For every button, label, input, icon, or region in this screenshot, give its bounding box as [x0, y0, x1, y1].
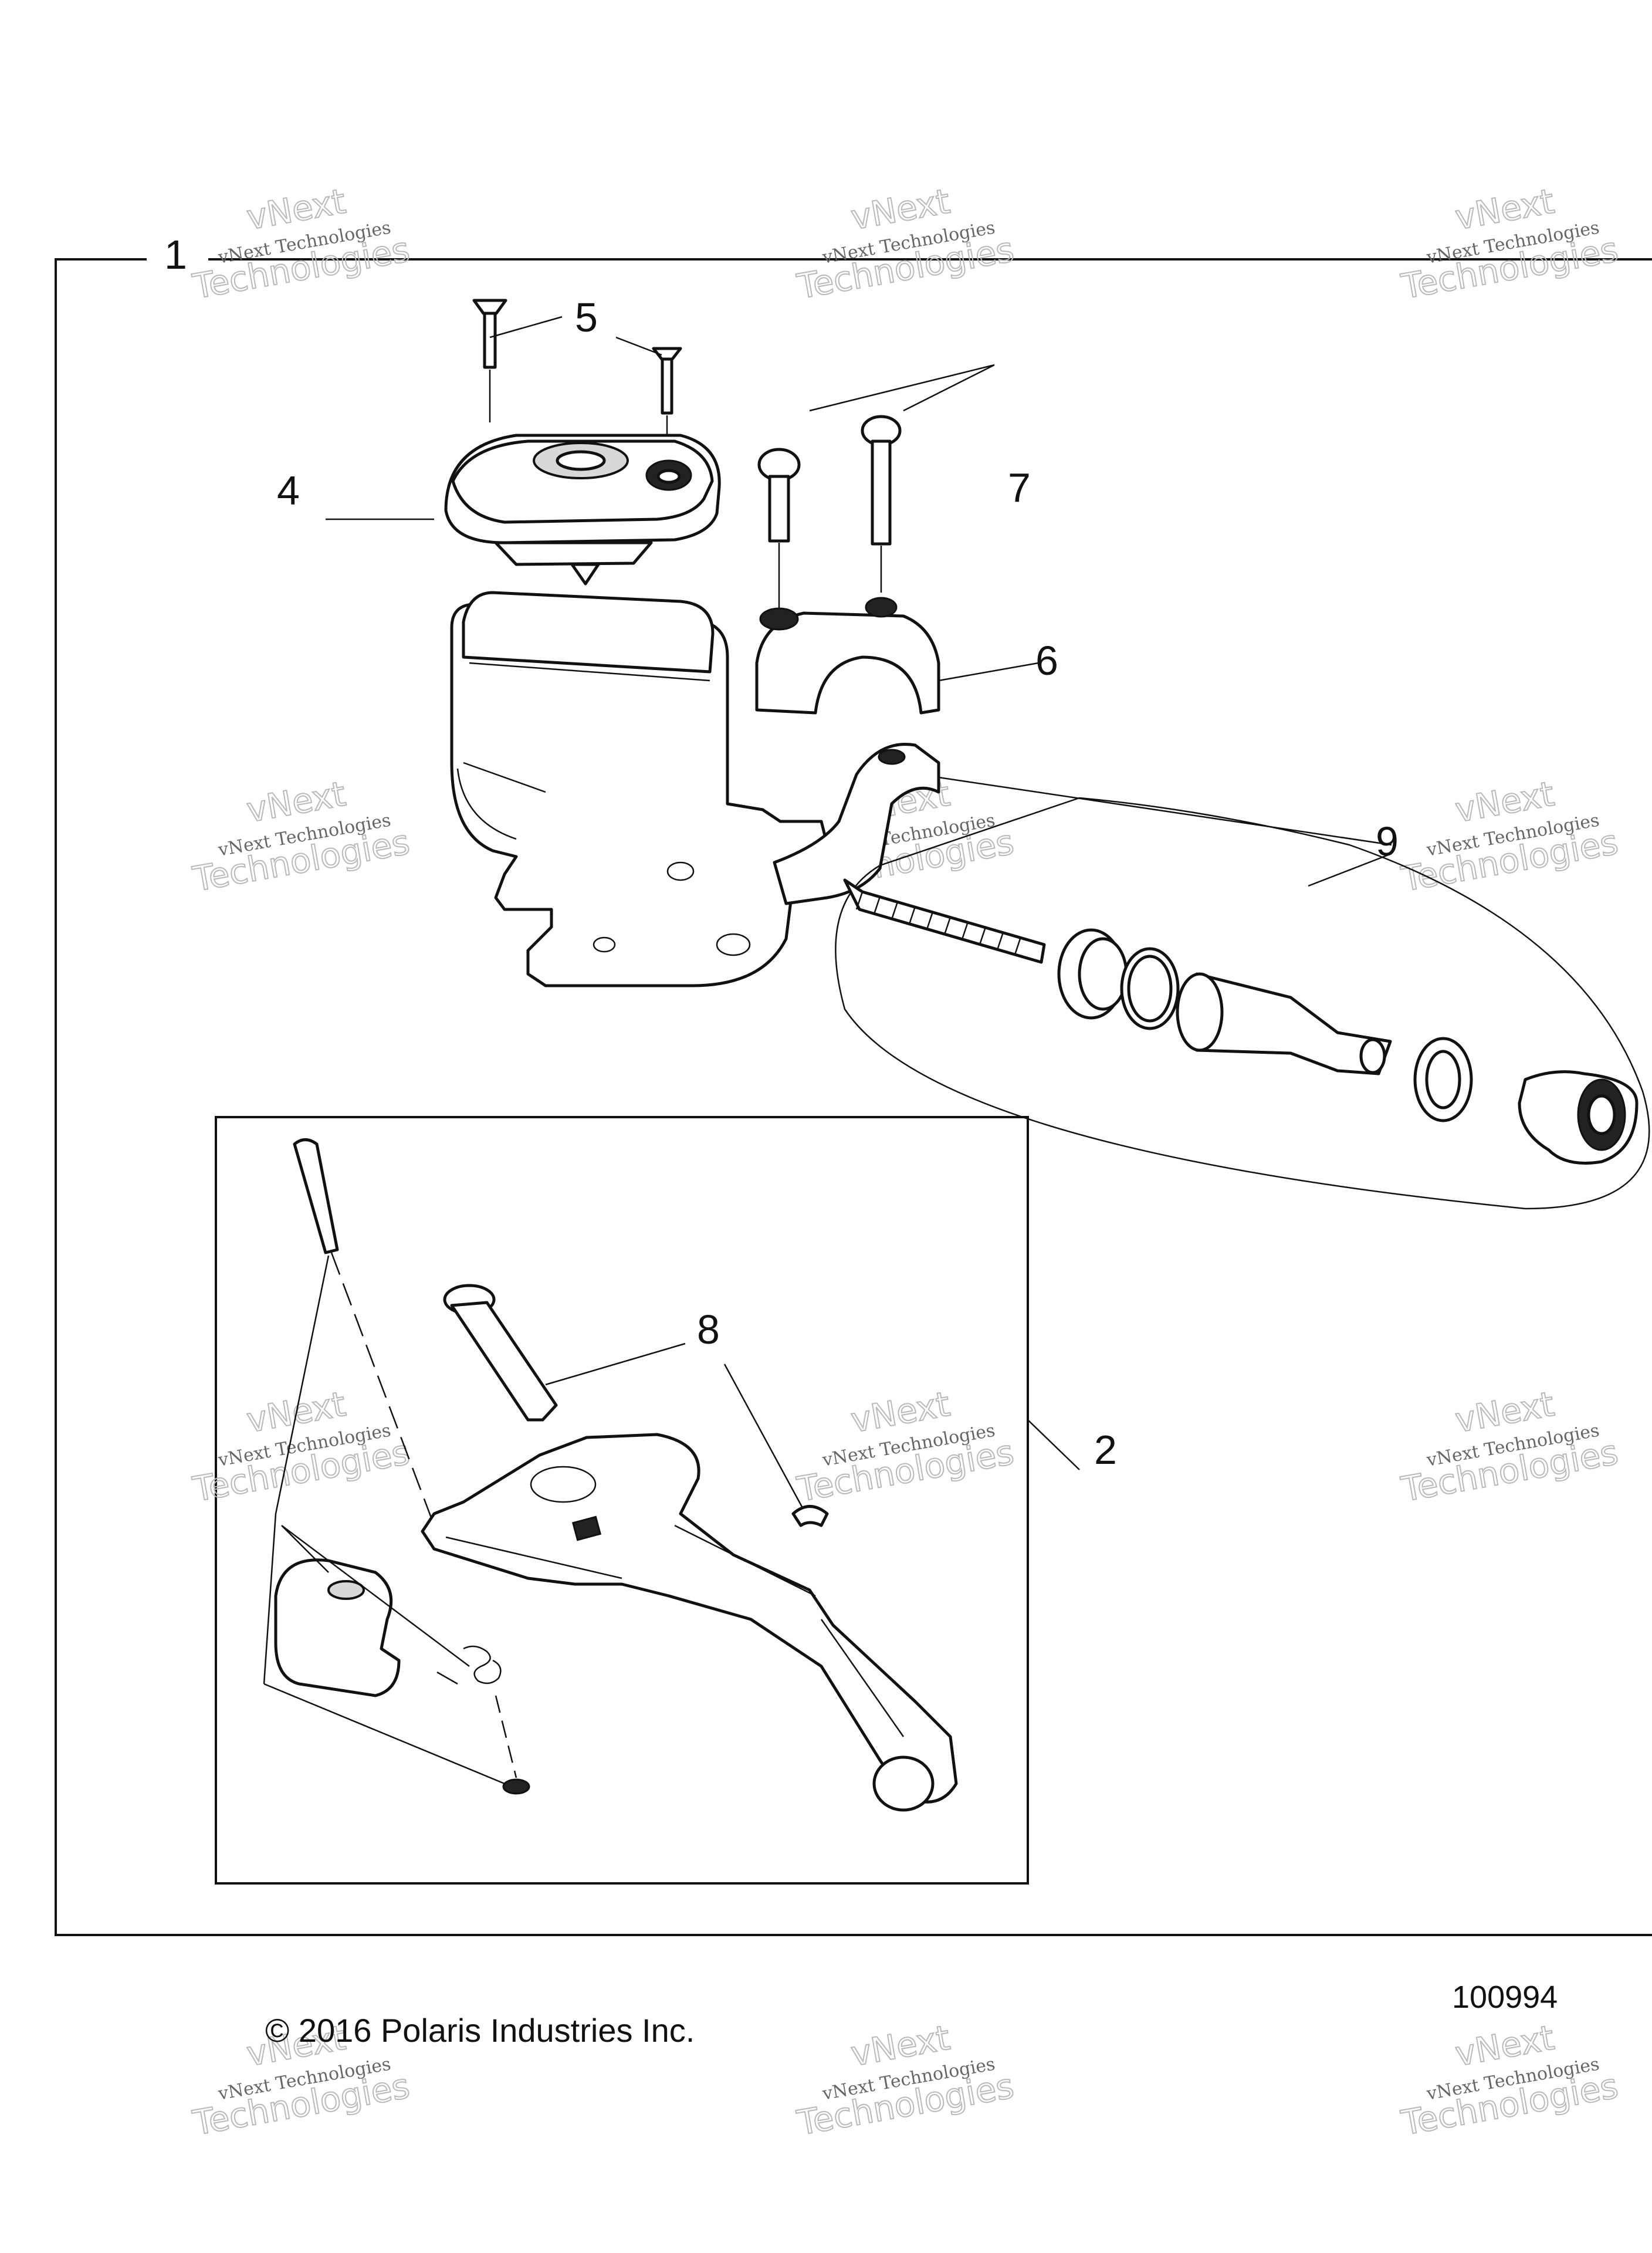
watermark: vNext Technologies vNext Technologies [1398, 773, 1622, 900]
watermark: vNext Technologies vNext Technologies [794, 1383, 1018, 1510]
callout-1: 1 [164, 232, 187, 278]
callout-6: 6 [1035, 638, 1058, 684]
watermark: vNext Technologies vNext Technologies [189, 773, 414, 900]
watermark: vNext Technologies vNext Technologies [794, 181, 1018, 307]
watermark: vNext Technologies vNext Technologies [189, 181, 414, 307]
part-4-reservoir-cap [444, 434, 721, 586]
diagram-number: 100994 [1452, 1980, 1558, 2015]
copyright-notice: © 2016 Polaris Industries Inc. [265, 2012, 695, 2049]
callout-4: 4 [277, 468, 300, 513]
part-2-lever-assembly [263, 1138, 958, 1812]
assembly-frame-1 [55, 258, 1652, 1936]
part-7-bolts [757, 415, 902, 610]
callout-9: 9 [1376, 818, 1399, 864]
watermark-layer: vNext Technologies vNext Technologies vN… [189, 181, 1622, 2144]
watermark: vNext Technologies vNext Technologies [794, 2017, 1018, 2144]
callout-8: 8 [697, 1307, 720, 1352]
watermark: vNext Technologies vNext Technologies [189, 1383, 414, 1510]
watermark: vNext Technologies vNext Technologies [1398, 181, 1622, 307]
lever-assembly-box-2 [215, 1116, 1029, 1885]
part-5-screws [472, 299, 682, 446]
callout-7: 7 [1008, 465, 1031, 510]
leader-lines [326, 316, 1392, 1508]
master-cylinder-body [450, 591, 940, 987]
callout-5: 5 [575, 295, 598, 340]
watermark: vNext Technologies vNext Technologies [1398, 1383, 1622, 1510]
callout-labels: 1 2 4 5 6 7 8 9 [164, 232, 1399, 1473]
watermark: vNext Technologies vNext Technologies [1398, 2017, 1622, 2144]
callout-2: 2 [1094, 1427, 1117, 1473]
part-6-clamp [755, 597, 940, 715]
part-9-piston-kit [835, 797, 1650, 1210]
